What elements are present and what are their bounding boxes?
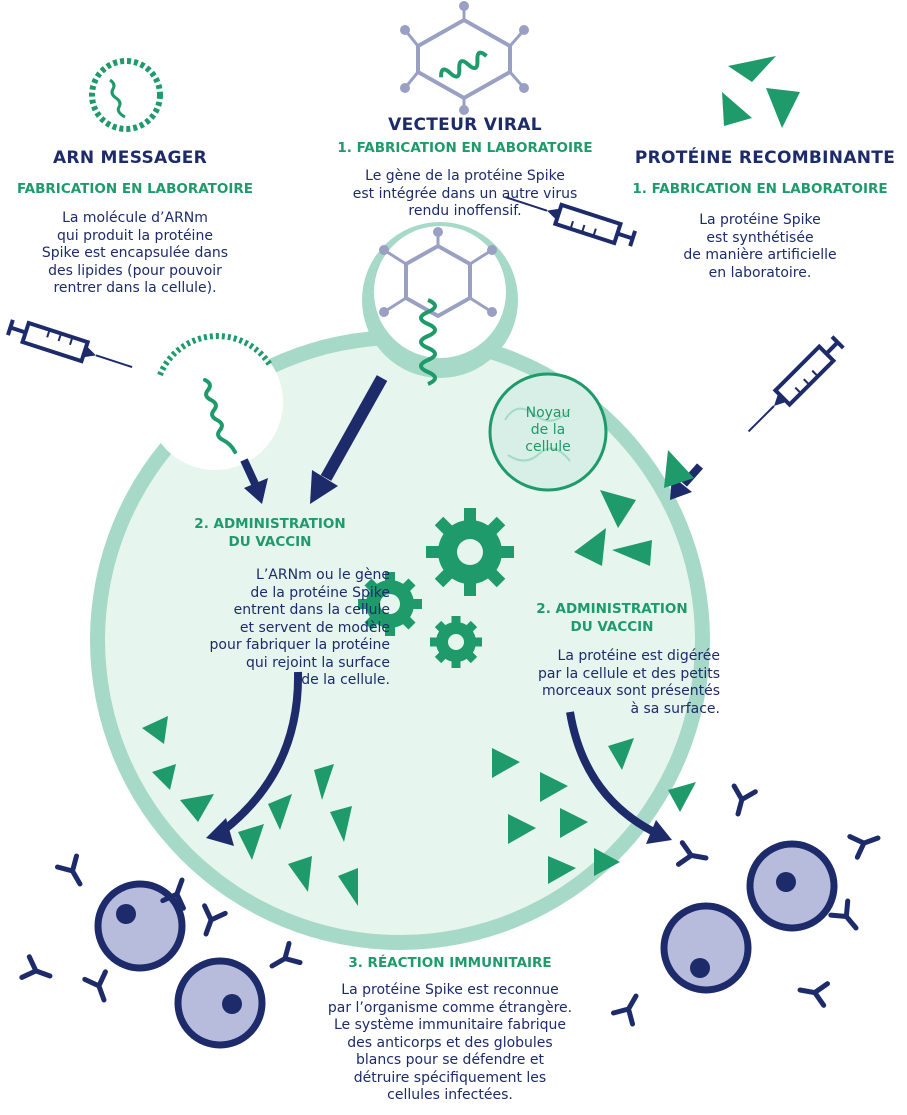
lymphocyte-left-1 (94, 880, 186, 972)
recomb-title: PROTÉINE RECOMBINANTE (634, 148, 896, 168)
viral-vector-docked (379, 227, 497, 386)
spike-proteins-surface (142, 716, 358, 906)
lymphocyte-right-1 (746, 840, 838, 932)
arrow-out-right (566, 711, 672, 844)
viral-step1: 1. FABRICATION EN LABORATOIRE (337, 140, 593, 156)
peptide-pieces (492, 738, 696, 884)
immune-title: 3. RÉACTION IMMUNITAIRE (348, 955, 552, 971)
spike-proteins-recomb (574, 450, 694, 566)
arrow-mrna-in (240, 458, 268, 504)
lymphocyte-right-2 (660, 902, 752, 994)
arn-title: ARN MESSAGER (52, 148, 208, 168)
viral-vector-icon (400, 1, 529, 115)
lymphocyte-left-2 (174, 957, 266, 1049)
recomb-step1: 1. FABRICATION EN LABORATOIRE (632, 181, 888, 197)
gear-icon-medium (358, 572, 422, 636)
gear-icon-small (430, 616, 482, 668)
syringe-icon-left (6, 319, 133, 369)
arn-step1: FABRICATION EN LABORATOIRE (17, 181, 253, 197)
mrna-lipid-icon (89, 58, 163, 132)
mrna-strand (203, 378, 237, 454)
syringe-icon-right (747, 335, 845, 433)
arrow-out-left (206, 671, 303, 846)
recombinant-protein-icon (722, 56, 800, 128)
gear-icon-large (426, 508, 514, 596)
nucleus-label: Noyau de la cellule (525, 405, 571, 455)
arrow-viral-in (310, 375, 388, 504)
syringe-icon-center (504, 196, 637, 247)
viral-title: VECTEUR VIRAL (388, 115, 542, 135)
